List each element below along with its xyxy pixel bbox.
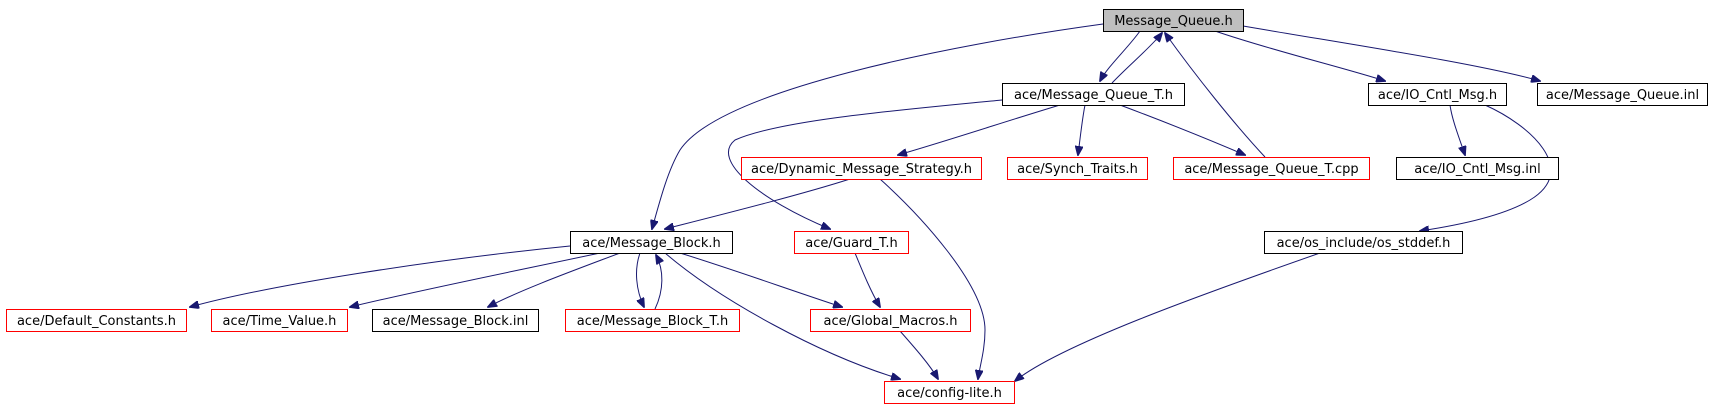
node-label: ace/IO_Cntl_Msg.h	[1378, 88, 1497, 103]
edges-layer	[190, 23, 1552, 381]
node-box	[1264, 231, 1463, 254]
node-ace-message-queue-t-cpp[interactable]: ace/Message_Queue_T.cpp	[1173, 157, 1370, 180]
edge-n8-n9	[898, 104, 1061, 155]
node-ace-io-cntl-msg-h[interactable]: ace/IO_Cntl_Msg.h	[1368, 83, 1507, 106]
edge-n5-n1	[654, 255, 662, 310]
node-label: ace/Message_Block.h	[582, 236, 721, 251]
edge-n10-n6	[854, 252, 880, 307]
node-label: ace/IO_Cntl_Msg.inl	[1414, 162, 1540, 177]
node-label: ace/Message_Block.inl	[383, 314, 529, 329]
node-label: ace/Time_Value.h	[223, 314, 337, 329]
node-ace-os-include-os-stddef-h[interactable]: ace/os_include/os_stddef.h	[1264, 231, 1463, 254]
node-box	[1103, 9, 1244, 32]
edge-n8-n10	[728, 99, 1003, 229]
node-box	[1368, 83, 1507, 106]
node-ace-dynamic-message-strategy-h[interactable]: ace/Dynamic_Message_Strategy.h	[741, 157, 982, 180]
nodes-layer: Message_Queue.h ace/Message_Block.h ace/De…	[6, 9, 1708, 404]
edge-n8-n12	[1119, 104, 1245, 155]
edge-n13-n15	[1420, 104, 1552, 231]
node-label: ace/Guard_T.h	[805, 236, 897, 251]
node-box	[810, 309, 971, 332]
node-ace-message-block-inl[interactable]: ace/Message_Block.inl	[372, 309, 539, 332]
edge-n13-n14	[1449, 104, 1465, 155]
node-box	[570, 231, 733, 254]
node-label: ace/os_include/os_stddef.h	[1277, 236, 1451, 251]
edge-n0-n16	[1242, 25, 1540, 81]
edge-n8-n11	[1078, 104, 1086, 155]
edge-n9-n1	[665, 178, 851, 229]
edge-n9-n7	[879, 178, 986, 379]
edge-n1-n4	[488, 252, 621, 307]
node-ace-message-queue-t-h[interactable]: ace/Message_Queue_T.h	[1002, 83, 1185, 106]
edge-n8-n0	[1111, 33, 1162, 84]
node-box	[372, 309, 539, 332]
edge-n1-n5	[636, 252, 644, 307]
node-label: ace/config-lite.h	[897, 386, 1002, 401]
edge-n1-n2	[190, 245, 571, 307]
node-label: ace/Dynamic_Message_Strategy.h	[751, 162, 972, 177]
edge-n1-n3	[350, 252, 601, 307]
node-label: ace/Message_Block_T.h	[577, 314, 728, 329]
node-box	[1007, 157, 1148, 180]
node-box	[211, 309, 348, 332]
node-ace-message-queue-inl[interactable]: ace/Message_Queue.inl	[1537, 83, 1708, 106]
node-box	[884, 381, 1015, 404]
node-ace-message-block-h[interactable]: ace/Message_Block.h	[570, 231, 733, 254]
node-box	[1396, 157, 1559, 180]
node-box	[1002, 83, 1185, 106]
node-message-queue-h: Message_Queue.h	[1103, 9, 1244, 32]
node-ace-config-lite-h[interactable]: ace/config-lite.h	[884, 381, 1015, 404]
node-ace-guard-t-h[interactable]: ace/Guard_T.h	[794, 231, 909, 254]
node-box	[1537, 83, 1708, 106]
node-label: ace/Synch_Traits.h	[1017, 162, 1138, 177]
node-box	[794, 231, 909, 254]
node-ace-message-block-t-h[interactable]: ace/Message_Block_T.h	[565, 309, 740, 332]
node-box	[1173, 157, 1370, 180]
node-label: ace/Message_Queue_T.cpp	[1184, 162, 1358, 177]
node-label: ace/Global_Macros.h	[824, 314, 958, 329]
node-label: ace/Message_Queue.inl	[1546, 88, 1699, 103]
node-box	[565, 309, 740, 332]
node-ace-default-constants-h[interactable]: ace/Default_Constants.h	[6, 309, 187, 332]
edge-n12-n0	[1165, 33, 1266, 158]
edge-n0-n8	[1100, 30, 1141, 81]
edge-n1-n7	[664, 252, 900, 379]
node-ace-time-value-h[interactable]: ace/Time_Value.h	[211, 309, 348, 332]
node-label: Message_Queue.h	[1114, 14, 1233, 29]
edge-n6-n7	[899, 330, 938, 379]
edge-n0-n13	[1214, 30, 1385, 81]
node-label: ace/Default_Constants.h	[17, 314, 176, 329]
node-ace-io-cntl-msg-inl[interactable]: ace/IO_Cntl_Msg.inl	[1396, 157, 1559, 180]
node-box	[741, 157, 982, 180]
node-label: ace/Message_Queue_T.h	[1014, 88, 1173, 103]
node-box	[6, 309, 187, 332]
edge-n15-n7	[1015, 252, 1321, 381]
edge-n1-n6	[679, 252, 842, 307]
node-ace-global-macros-h[interactable]: ace/Global_Macros.h	[810, 309, 971, 332]
node-ace-synch-traits-h[interactable]: ace/Synch_Traits.h	[1007, 157, 1148, 180]
edge-n0-n1	[652, 23, 1104, 229]
